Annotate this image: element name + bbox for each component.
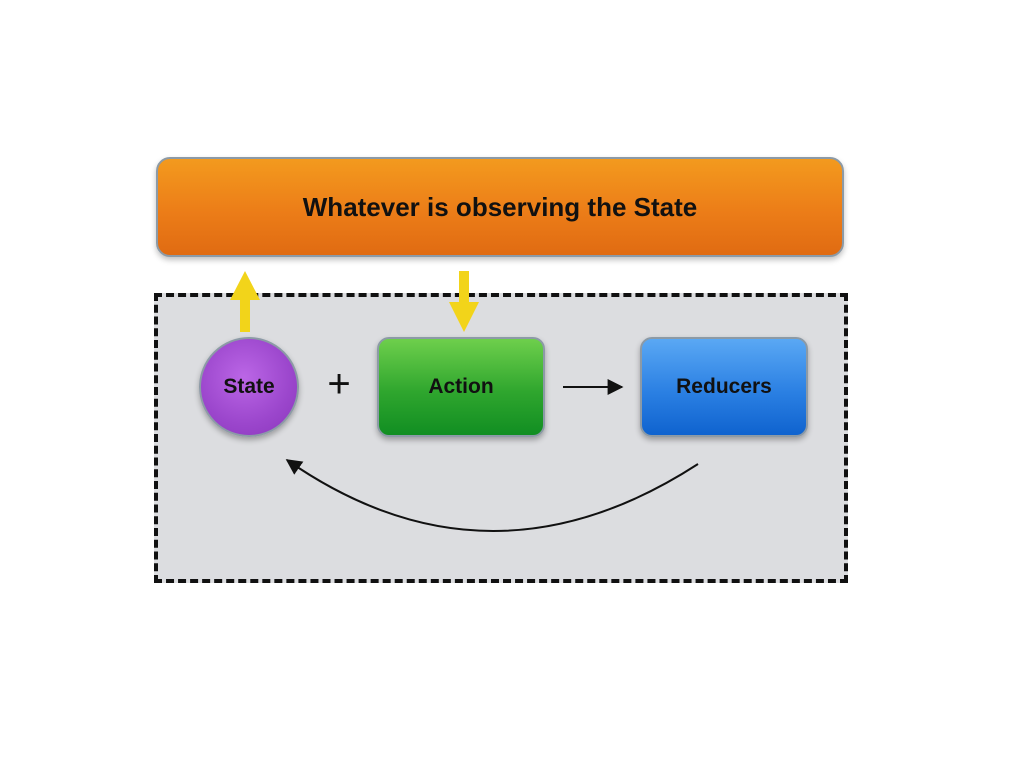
plus-sign: + [327,361,351,406]
observer-to-action-arrow [449,271,479,332]
state-label: State [223,375,275,398]
reducers-label: Reducers [676,375,772,398]
state-to-observer-arrow [230,271,260,332]
observer-box: Whatever is observing the State [156,157,844,257]
reducers-to-state-arrow [285,459,699,532]
action-label: Action [428,375,494,398]
state-node: State [199,337,299,437]
action-node: Action [377,337,545,437]
reducers-node: Reducers [640,337,808,437]
observer-label: Whatever is observing the State [302,191,698,222]
